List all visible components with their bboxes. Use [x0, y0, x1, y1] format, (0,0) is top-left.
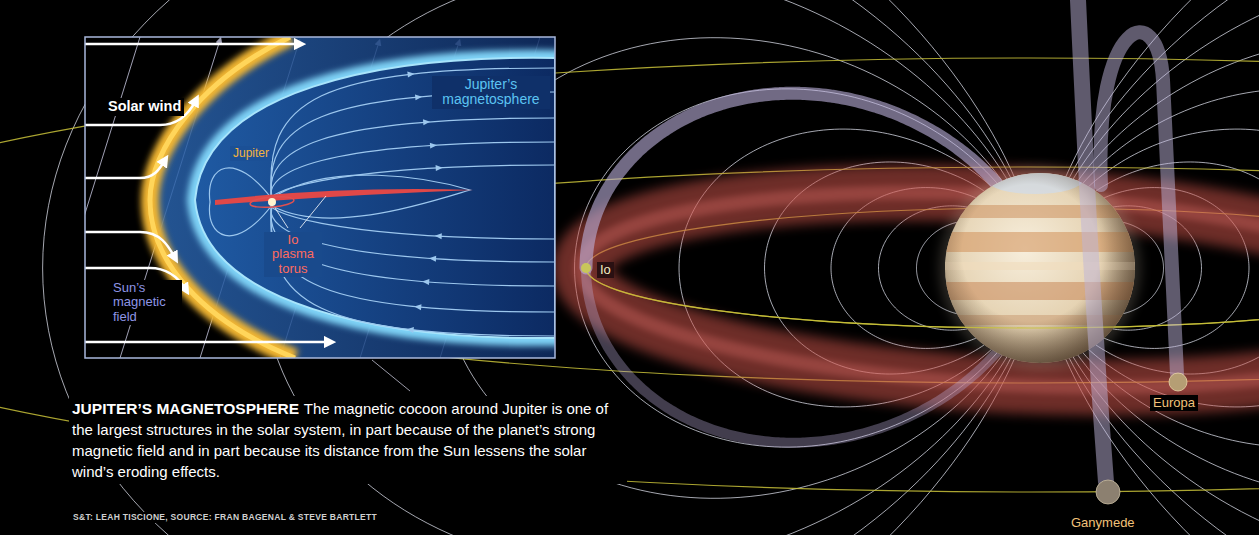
io-moon	[581, 263, 591, 273]
magnetopause-glow	[195, 58, 555, 338]
solar-wind-arrows	[85, 44, 330, 342]
moon-label: Ganymede	[1068, 515, 1138, 531]
wind-arrow	[85, 341, 330, 344]
io-flux-tube	[586, 93, 997, 442]
field-arrowhead	[407, 71, 415, 78]
europa-moon	[1169, 373, 1187, 391]
field-arrowhead	[422, 279, 429, 286]
planet-disk	[945, 173, 1135, 363]
field-line	[1066, 0, 1259, 535]
torus-label: Io plasma torus	[264, 232, 322, 277]
jupiter-dot	[268, 198, 276, 206]
moon-label: Io	[597, 262, 614, 278]
cloud-bands	[940, 166, 1140, 363]
field-label: Sun’s magnetic field	[110, 280, 182, 325]
moon-label: Europa	[1150, 395, 1198, 411]
ganymede-flux-tube	[1078, 0, 1106, 482]
figure-title: JUPITER’S MAGNETOSPHERE	[72, 400, 299, 417]
wind-arrow	[85, 160, 165, 178]
wind-arrow	[85, 232, 175, 258]
moon-orbits-front	[586, 268, 1259, 328]
inset-ground	[85, 37, 555, 358]
io-torus	[576, 173, 1259, 408]
planet-label: Jupiter	[230, 146, 272, 161]
io-flux-tube-segment	[586, 93, 997, 268]
torus-ring	[250, 195, 295, 209]
field-arrowhead	[435, 233, 442, 239]
leader-line	[275, 208, 288, 228]
planet-field-lines	[209, 68, 555, 336]
leader-line	[300, 196, 326, 228]
io-flux-tube-segment	[586, 268, 997, 443]
planet-limb	[945, 173, 1135, 363]
wind-arrow	[85, 43, 300, 46]
field-line	[271, 118, 555, 200]
planet-glow	[939, 167, 1141, 369]
credit-line: S&T: LEAH TISCIONE, SOURCE: FRAN BAGENAL…	[70, 512, 380, 523]
field-arrowhead	[406, 326, 414, 333]
magnetosphere-label: Jupiter’s magnetosphere	[432, 76, 550, 109]
jupiter-globe	[939, 166, 1141, 369]
field-arrowhead	[430, 142, 437, 148]
solar-wind-label: Solar wind	[105, 98, 184, 116]
europa-flux-tube	[1100, 32, 1177, 374]
field-arrowhead	[415, 94, 423, 101]
field-arrowheads	[406, 71, 443, 333]
field-arrowhead	[429, 255, 436, 261]
field-line	[0, 0, 1014, 535]
field-line	[43, 0, 1011, 535]
magnetopause	[195, 58, 555, 338]
field-arrowhead	[423, 119, 430, 126]
ganymede-moon	[1096, 480, 1120, 504]
plasma-sheet	[215, 189, 474, 205]
field-arrowhead	[414, 304, 422, 311]
io-orbit-front	[586, 268, 1259, 328]
leader-line	[372, 360, 410, 391]
inset-panel	[85, 37, 555, 358]
field-arrowhead	[436, 165, 443, 171]
field-line	[1069, 0, 1259, 535]
caption-block: JUPITER’S MAGNETOSPHEREThe magnetic coco…	[69, 396, 627, 484]
io-torus-core	[576, 173, 1259, 408]
magnetosheath	[150, 37, 555, 358]
inset-border	[85, 37, 555, 358]
